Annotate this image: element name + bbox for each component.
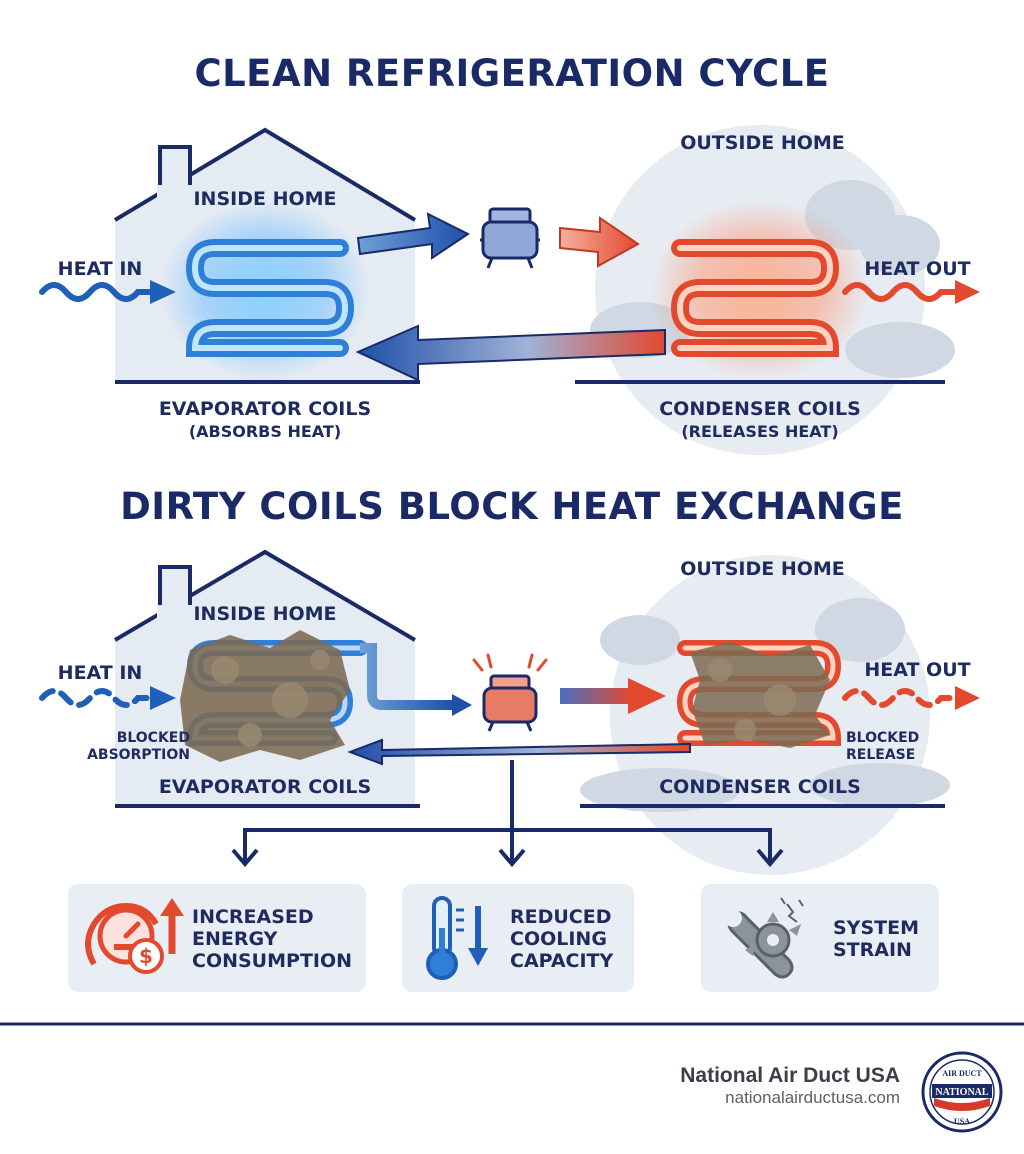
inside-home-label-dirty: INSIDE HOME: [193, 603, 337, 625]
energy-meter-icon: $: [85, 898, 184, 974]
effect-cooling-line3: CAPACITY: [510, 950, 614, 972]
blocked-absorption-label: BLOCKED ABSORPTION: [70, 730, 190, 764]
condenser-coils-label-dirty: CONDENSER COILS: [659, 776, 861, 798]
effect-card-cooling: REDUCED COOLING CAPACITY: [402, 884, 634, 992]
effect-card-strain: SYSTEM STRAIN: [701, 884, 939, 992]
heat-out-label: HEAT OUT: [864, 258, 971, 280]
brand-url: nationalairductusa.com: [725, 1088, 900, 1107]
evaporator-coils-label: EVAPORATOR COILS: [158, 398, 372, 420]
effects-connector: [231, 760, 784, 868]
brand-name: National Air Duct USA: [680, 1064, 900, 1087]
condenser-coils-sub: (RELEASES HEAT): [681, 422, 839, 441]
flow-arrow-to-condenser-dirty: [560, 678, 666, 714]
section-title-dirty: DIRTY COILS BLOCK HEAT EXCHANGE: [120, 485, 904, 528]
effect-energy-line1: INCREASED: [192, 906, 314, 928]
heat-in-label-dirty: HEAT IN: [57, 662, 143, 684]
effect-energy-line2: ENERGY: [192, 928, 278, 950]
evaporator-coil-dirty: [180, 630, 472, 762]
blocked-release-line1: BLOCKED: [846, 730, 920, 746]
outside-home-label: OUTSIDE HOME: [680, 132, 845, 154]
blocked-absorption-line2: ABSORPTION: [87, 747, 190, 763]
inside-home-label: INSIDE HOME: [193, 188, 337, 210]
condenser-coil-dirty: [676, 640, 842, 748]
flow-arrow-to-compressor: [356, 212, 470, 260]
blocked-release-line2: RELEASE: [846, 747, 916, 763]
thermometer-down-icon: [426, 896, 488, 980]
heat-out-blocked-wave: [842, 686, 980, 710]
effect-energy-text: INCREASED ENERGY CONSUMPTION: [192, 906, 352, 972]
logo-text-bottom: USA: [954, 1117, 970, 1126]
effect-cooling-line1: REDUCED: [510, 906, 612, 928]
heat-in-label: HEAT IN: [57, 258, 143, 280]
effect-strain-line2: STRAIN: [833, 939, 912, 961]
evaporator-coils-label-dirty: EVAPORATOR COILS: [158, 776, 372, 798]
flow-arrow-return-dirty: [347, 738, 691, 766]
flow-arrow-return: [355, 324, 666, 382]
effect-energy-line3: CONSUMPTION: [192, 950, 353, 972]
effect-cooling-text: REDUCED COOLING CAPACITY: [510, 906, 613, 972]
compressor-strained-icon: [472, 653, 548, 732]
svg-text:$: $: [139, 944, 153, 968]
brand-block: National Air Duct USA nationalairductusa…: [680, 1064, 900, 1108]
effect-card-energy: $ INCREASED ENERGY CONSUMPTION: [68, 884, 366, 992]
dirt-buildup-condenser: [690, 642, 830, 748]
section-title-clean: CLEAN REFRIGERATION CYCLE: [194, 52, 830, 95]
condenser-coil-clean: [650, 200, 870, 380]
compressor-icon: [480, 207, 540, 269]
evaporator-coils-sub: (ABSORBS HEAT): [188, 422, 342, 441]
blocked-release-label: BLOCKED RELEASE: [846, 730, 936, 764]
blocked-absorption-line1: BLOCKED: [116, 730, 190, 746]
dirt-buildup-evaporator: [180, 630, 350, 762]
heat-out-label-dirty: HEAT OUT: [864, 659, 971, 681]
effect-strain-line1: SYSTEM: [833, 917, 919, 939]
heat-in-blocked-wave: [39, 686, 176, 710]
company-logo-seal: NATIONAL AIR DUCT USA: [921, 1051, 1003, 1133]
evaporator-coil-clean: [160, 200, 370, 380]
logo-text-main: NATIONAL: [935, 1087, 988, 1098]
logo-text-top: AIR DUCT: [942, 1069, 982, 1078]
flow-arrow-to-condenser: [559, 216, 640, 268]
condenser-coils-label: CONDENSER COILS: [659, 398, 861, 420]
outside-home-label-dirty: OUTSIDE HOME: [680, 558, 845, 580]
heat-in-wave: [39, 280, 176, 304]
effect-cooling-line2: COOLING: [510, 928, 607, 950]
heat-out-wave: [842, 280, 980, 304]
effect-strain-text: SYSTEM STRAIN: [833, 917, 919, 961]
broken-tools-icon: [724, 897, 804, 979]
